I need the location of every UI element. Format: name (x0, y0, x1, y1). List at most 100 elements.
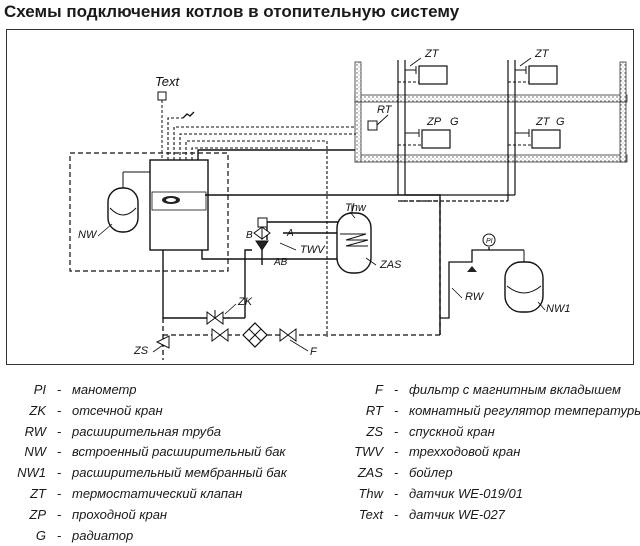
label-twv: TWV (300, 244, 326, 256)
boiler-unit (149, 159, 209, 251)
radiator-upper-left (398, 65, 448, 85)
pressure-gauge-pi (482, 233, 496, 247)
legend-code: Text (358, 506, 383, 522)
label-b: B (246, 230, 253, 241)
legend-code: RT (365, 402, 383, 418)
legend-text: датчик WE-027 (409, 506, 505, 522)
legend-dash: - (56, 485, 62, 501)
cable-break-mark (182, 111, 195, 119)
label-zs: ZS (133, 345, 149, 357)
label-zt-lower-right: ZT (535, 116, 551, 128)
legend-code: F (375, 382, 383, 397)
legend-text: расширительная труба (72, 423, 221, 439)
boiler-dashed-box (69, 152, 229, 272)
legend-dash: - (56, 423, 62, 439)
legend-text: датчик WE-019/01 (409, 485, 523, 501)
legend-text: радиатор (72, 527, 134, 543)
legend-dash: - (393, 465, 399, 481)
valve-return-left (211, 328, 229, 342)
label-rw: RW (465, 291, 485, 303)
legend-row: ZK-отсечной кран (0, 401, 287, 422)
legend-text: манометр (72, 382, 137, 397)
legend-dash: - (393, 423, 399, 439)
legend-code: G (35, 527, 46, 543)
label-zt-upper-right: ZT (534, 48, 550, 60)
label-zk: ZK (237, 296, 253, 308)
outdoor-sensor (157, 91, 167, 160)
radiator-lower-left (398, 129, 451, 149)
legend-text: спускной кран (409, 423, 495, 439)
radiator-lower-right (508, 129, 561, 149)
control-cables (167, 117, 356, 337)
legend-row: NW1-расширительный мембранный бак (0, 463, 287, 484)
membrane-tank-nw1 (504, 250, 544, 313)
legend-row: ZAS-бойлер (318, 463, 640, 484)
legend-dash: - (56, 465, 62, 481)
legend-dash: - (393, 382, 399, 397)
legend-dash: - (393, 444, 399, 460)
valve-return-right (279, 328, 297, 342)
legend-text: фильтр с магнитным вкладышем (409, 382, 621, 397)
legend-row: PI-манометр (0, 380, 287, 401)
shutoff-valve-zk (206, 310, 224, 325)
expansion-pipe-rw (440, 247, 524, 319)
label-thw: Thw (345, 202, 367, 214)
legend-row: TWV-трехходовой кран (318, 442, 640, 463)
radiator-upper-right (508, 65, 558, 85)
label-f: F (310, 346, 318, 358)
legend-dash: - (56, 382, 62, 397)
label-pi: PI (486, 238, 493, 245)
legend-text: бойлер (409, 465, 453, 481)
legend-dash: - (56, 527, 62, 543)
legend-code: ZP (29, 506, 46, 522)
legend-dash: - (393, 402, 399, 418)
three-way-valve (253, 217, 271, 251)
legend-dash: - (393, 506, 399, 522)
legend-row: RW-расширительная труба (0, 422, 287, 443)
label-zp: ZP (426, 116, 442, 128)
legend-row: F-фильтр с магнитным вкладышем (318, 380, 640, 401)
wall-left-lower (354, 101, 362, 163)
legend-row: Text-датчик WE-027 (318, 505, 640, 526)
legend-code: NW (24, 444, 46, 460)
legend-text: термостатический клапан (72, 485, 243, 501)
label-a: A (286, 228, 294, 239)
legend-text: проходной кран (72, 506, 168, 522)
floor-slab-lower (354, 154, 628, 163)
floor-slab-upper (354, 94, 628, 103)
wall-left-upper (354, 61, 362, 103)
legend-code: ZS (366, 423, 383, 439)
legend-text: расширительный мембранный бак (72, 465, 287, 481)
legend-row: NW-встроенный расширительный бак (0, 442, 287, 463)
label-g-right: G (556, 116, 565, 128)
legend-text: комнатный регулятор температуры (409, 402, 640, 418)
building-structure (354, 61, 628, 163)
wall-right-upper (619, 61, 627, 103)
hot-water-boiler-zas (336, 205, 372, 274)
label-zas: ZAS (379, 259, 402, 271)
legend-row: RT-комнатный регулятор температуры (318, 401, 640, 422)
legend-code: ZK (29, 402, 46, 418)
label-rt: RT (377, 104, 393, 116)
legend-row: ZS-спускной кран (318, 422, 640, 443)
label-g-left: G (450, 116, 459, 128)
filter-f (242, 322, 268, 348)
risers (397, 60, 516, 202)
label-text-sensor: Text (155, 74, 180, 89)
legend-text: встроенный расширительный бак (72, 444, 286, 460)
legend-text: трехходовой кран (409, 444, 521, 460)
wall-right-lower (619, 101, 627, 163)
legend-row: Thw-датчик WE-019/01 (318, 484, 640, 505)
legend-code: RW (24, 423, 46, 439)
leader-lines (97, 57, 546, 353)
expansion-tank-nw (107, 171, 150, 233)
legend-code: ZAS (357, 465, 383, 481)
legend-code: TWV (354, 444, 383, 460)
label-zt-upper-left: ZT (424, 48, 440, 60)
rw-valve (467, 266, 477, 272)
legend-row: ZT-термостатический клапан (0, 484, 287, 505)
label-nw1: NW1 (546, 303, 570, 315)
